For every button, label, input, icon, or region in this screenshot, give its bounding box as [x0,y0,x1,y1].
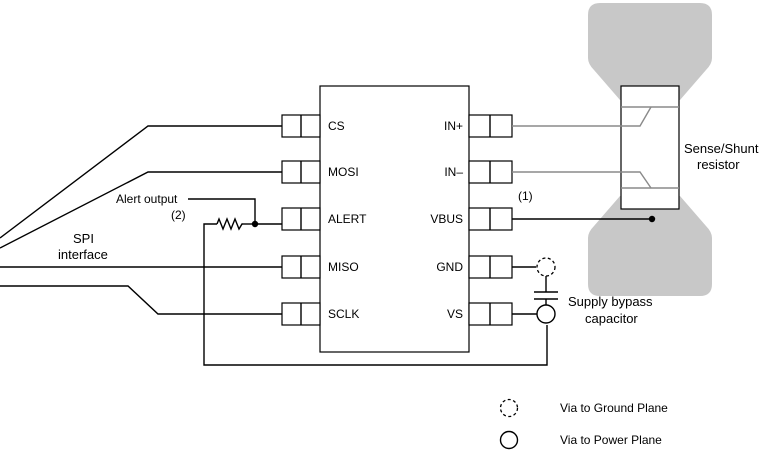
pin-mosi: MOSI [281,160,359,184]
pin-sclk: SCLK [281,302,359,326]
in-note-label: (1) [518,189,533,203]
sense-traces [512,106,652,189]
alert-net [188,198,548,366]
legend-ground-via-label: Via to Ground Plane [560,401,668,415]
shunt-resistor [620,85,680,210]
legend: Via to Ground Plane Via to Power Plane [499,398,668,450]
pin-label-in-plus: IN+ [444,119,463,133]
alert-output-label: Alert output [116,192,178,206]
in-plus-trace [512,106,652,127]
pin-label-vs: VS [447,307,463,321]
pin-label-alert: ALERT [328,212,367,226]
pin-label-miso: MISO [328,260,359,274]
pin-cs: CS [281,114,345,138]
alert-note-label: (2) [171,208,186,222]
vbus-net [512,215,656,223]
spi-label-line2: interface [58,247,108,262]
legend-power-via-icon [499,430,519,450]
wire-cs [0,125,282,239]
right-pins: IN+ IN– VBUS GND VS [430,114,513,326]
in-minus-trace [512,171,652,189]
pin-label-in-minus: IN– [444,165,463,179]
alert-junction-dot [251,220,259,228]
bypass-label-line1: Supply bypass [568,294,653,309]
shunt-label-line2: resistor [697,157,740,172]
bypass-network [512,257,558,324]
annotations: SPI interface Alert output (2) (1) Sense… [58,141,759,326]
vbus-junction-dot [648,215,656,223]
bottom-copper-pad [588,196,712,296]
spi-wires [0,125,282,315]
wire-mosi [0,171,282,249]
zigzag-resistor-icon [216,217,243,231]
legend-power-via-label: Via to Power Plane [560,433,662,447]
pin-label-mosi: MOSI [328,165,359,179]
left-pins: CS MOSI ALERT MISO SCLK [281,114,367,326]
pin-label-vbus: VBUS [430,212,463,226]
pin-miso: MISO [281,255,359,279]
pin-vs: VS [447,302,513,326]
pin-label-cs: CS [328,119,345,133]
shunt-label-line1: Sense/Shunt [684,141,759,156]
ground-via-icon [536,257,556,277]
bypass-label-line2: capacitor [585,311,638,326]
legend-ground-via-icon [499,398,519,418]
pin-gnd: GND [436,255,513,279]
pin-label-sclk: SCLK [328,307,359,321]
spi-label-line1: SPI [73,231,94,246]
ic-body [319,85,470,353]
power-via-icon [536,304,556,324]
pin-in-plus: IN+ [444,114,513,138]
pin-label-gnd: GND [436,260,463,274]
alert-output-leader [188,198,256,224]
copper-pads [588,3,712,296]
pin-alert: ALERT [281,207,367,231]
wire-sclk [0,285,282,315]
capacitor-icon [534,291,558,300]
pin-vbus: VBUS [430,207,513,231]
top-copper-pad [588,3,712,100]
